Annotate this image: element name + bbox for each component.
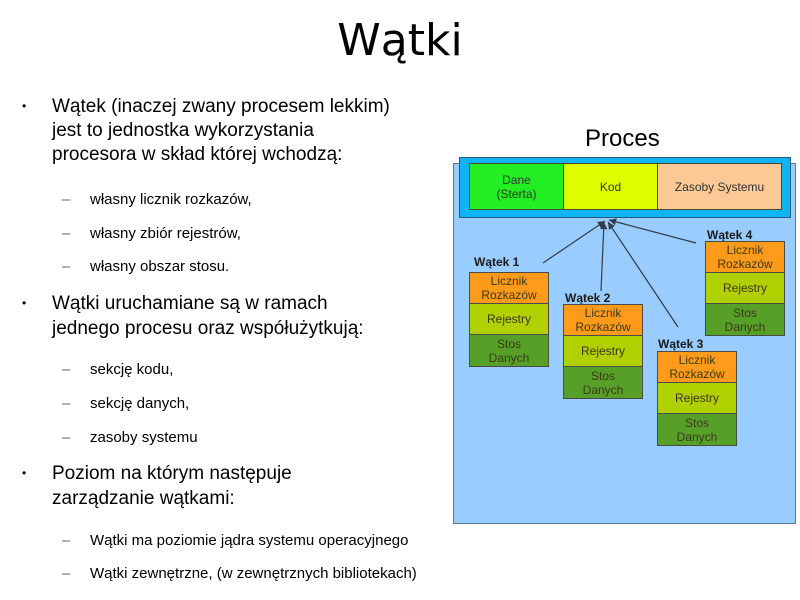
process-cell-code: Kod [563,163,658,210]
bullet-line: Poziom na którym następuje [52,463,292,484]
process-cell-label: Zasoby Systemu [674,179,765,194]
thread-cell-registers: Rejestry [564,336,642,367]
thread-cell-stack: Stos Danych [470,335,548,366]
thread-cell-stack: Stos Danych [564,367,642,398]
bullet-line: procesora w skład której wchodzą: [52,144,343,165]
sub-item-text: sekcję kodu, [90,361,174,378]
dash-icon: – [62,395,71,412]
thread-cell-program-counter: Licznik Rozkazów [470,273,548,304]
thread-cell-stack: Stos Danych [706,304,784,335]
thread-cell-program-counter: Licznik Rozkazów [658,352,736,383]
slide-title: Wątki [337,15,463,66]
sub-item-text: własny obszar stosu. [90,258,230,275]
dash-icon: – [62,225,71,242]
thread-cell-stack: Stos Danych [658,414,736,445]
sub-item-text: zasoby systemu [90,429,198,446]
thread-cell-registers: Rejestry [470,304,548,335]
bullet-icon: • [22,466,27,480]
thread-cell-registers: Rejestry [706,273,784,304]
thread-label: Wątek 4 [707,228,753,242]
process-cell-label: Kod [599,179,622,194]
arrow-thread-1 [542,220,606,264]
dash-icon: – [62,361,71,378]
thread-cell-program-counter: Licznik Rozkazów [706,242,784,273]
dash-icon: – [62,429,71,446]
bullet-line: Wątek (inaczej zwany procesem lekkim) [52,96,390,117]
thread-cell-registers: Rejestry [658,383,736,414]
thread-block: Licznik Rozkazów Rejestry Stos Danych [563,304,643,399]
thread-label: Wątek 2 [565,291,611,305]
bullet-line: jednego procesu oraz współużytkują: [52,318,364,339]
process-title: Proces [585,125,660,152]
dash-icon: – [62,258,71,275]
arrow-thread-4 [608,218,697,244]
sub-item-text: własny zbiór rejestrów, [90,225,241,242]
process-cell-resources: Zasoby Systemu [657,163,782,210]
bullet-icon: • [22,296,27,310]
thread-block: Licznik Rozkazów Rejestry Stos Danych [657,351,737,446]
thread-block: Licznik Rozkazów Rejestry Stos Danych [705,241,785,336]
dash-icon: – [62,532,71,549]
thread-cell-program-counter: Licznik Rozkazów [564,305,642,336]
dash-icon: – [62,565,71,582]
thread-label: Wątek 3 [658,337,704,351]
arrow-thread-3 [607,221,679,328]
bullet-line: zarządzanie wątkami: [52,488,235,509]
sub-item-text: własny licznik rozkazów, [90,191,252,208]
dash-icon: – [62,191,71,208]
sub-item-text: Wątki zewnętrzne, (w zewnętrznych biblio… [90,565,417,582]
thread-label: Wątek 1 [474,255,520,269]
sub-item-text: sekcję danych, [90,395,190,412]
sub-item-text: Wątki ma poziomie jądra systemu operacyj… [90,532,409,549]
bullet-icon: • [22,99,27,113]
process-cell-label: Dane (Sterta) [496,172,537,201]
bullet-line: Wątki uruchamiane są w ramach [52,293,328,314]
arrow-thread-2 [600,221,608,292]
bullet-line: jest to jednostka wykorzystania [52,120,314,141]
thread-block: Licznik Rozkazów Rejestry Stos Danych [469,272,549,367]
